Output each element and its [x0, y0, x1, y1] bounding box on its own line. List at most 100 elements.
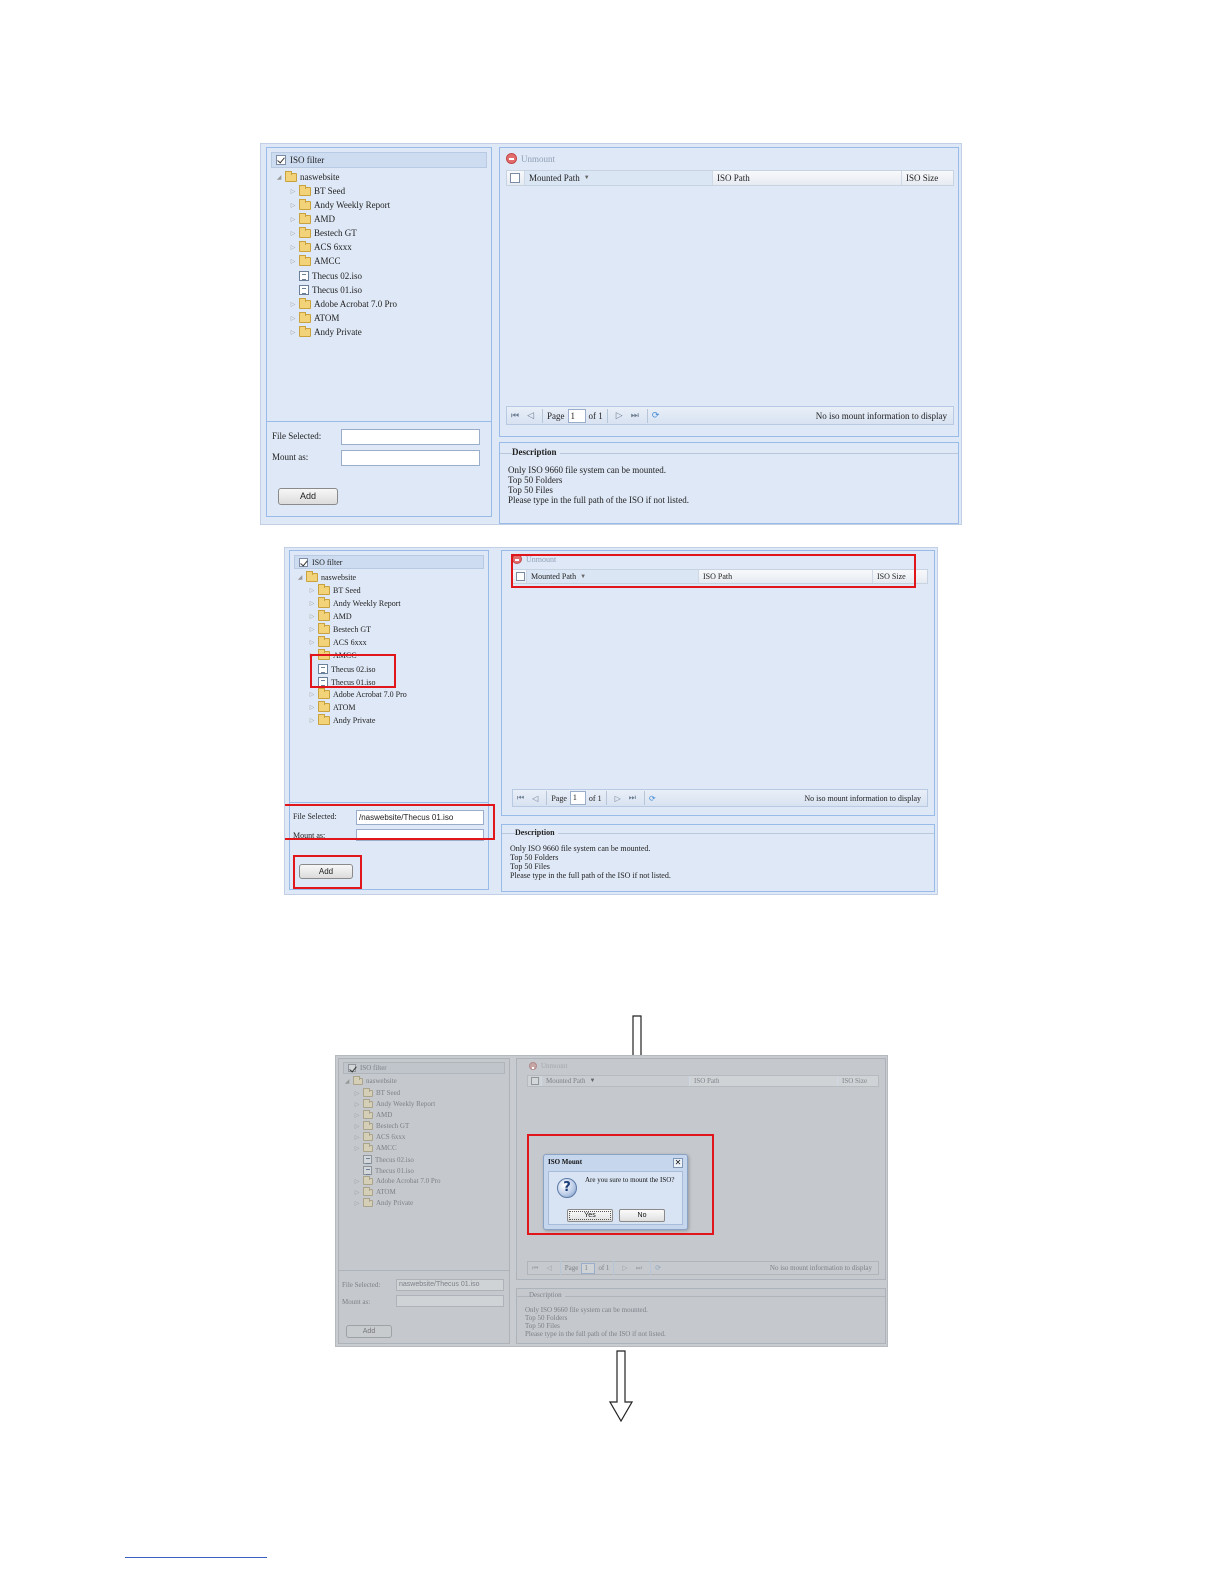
column-mounted-path[interactable]: Mounted Path▼: [527, 570, 699, 583]
expand-arrow-icon[interactable]: ▷: [354, 1134, 360, 1141]
file-selected-input[interactable]: /naswebsite/Thecus 01.iso: [356, 810, 484, 825]
expand-arrow-icon[interactable]: ▷: [290, 188, 296, 195]
expand-arrow-icon[interactable]: ▷: [309, 705, 315, 711]
expand-arrow-icon[interactable]: ▷: [290, 244, 296, 251]
tree-item[interactable]: ▷AMD: [308, 610, 352, 621]
column-iso-size[interactable]: ISO Size: [838, 1076, 878, 1086]
tree-root[interactable]: ◢ naswebsite: [343, 1075, 397, 1085]
mount-as-input[interactable]: [341, 450, 480, 466]
add-button[interactable]: Add: [299, 864, 353, 879]
expand-arrow-icon[interactable]: ▷: [354, 1178, 360, 1185]
select-all-cell[interactable]: [528, 1076, 542, 1086]
mount-as-input[interactable]: [396, 1295, 504, 1307]
iso-filter-row[interactable]: ISO filter: [343, 1062, 505, 1074]
tree-item-iso[interactable]: Thecus 02.iso: [289, 271, 362, 281]
column-iso-size[interactable]: ISO Size: [902, 171, 953, 185]
expand-arrow-icon[interactable]: ▷: [354, 1112, 360, 1119]
tree-item[interactable]: ▷ATOM: [289, 311, 339, 323]
tree-item[interactable]: ▷AMCC: [308, 649, 357, 660]
tree-item[interactable]: ▷BT Seed: [289, 184, 345, 196]
select-all-checkbox[interactable]: [531, 1077, 539, 1085]
file-selected-input[interactable]: naswebsite/Thecus 01.iso: [396, 1279, 504, 1291]
last-page-icon[interactable]: ⏭: [630, 410, 639, 421]
tree-item[interactable]: ▷Bestech GT: [308, 623, 371, 634]
unmount-button[interactable]: Unmount: [541, 1062, 568, 1070]
first-page-icon[interactable]: ⏮: [532, 1263, 539, 1272]
collapse-arrow-icon[interactable]: ◢: [344, 1078, 350, 1085]
tree-item[interactable]: ▷ATOM: [353, 1186, 396, 1196]
expand-arrow-icon[interactable]: ▷: [309, 692, 315, 698]
expand-arrow-icon[interactable]: ▷: [309, 653, 315, 659]
unmount-icon[interactable]: [529, 1062, 537, 1070]
expand-arrow-icon[interactable]: ▷: [309, 601, 315, 607]
iso-filter-checkbox[interactable]: [276, 155, 286, 165]
expand-arrow-icon[interactable]: ▷: [354, 1189, 360, 1196]
collapse-arrow-icon[interactable]: ◢: [276, 174, 282, 181]
add-button[interactable]: Add: [278, 488, 338, 505]
first-page-icon[interactable]: ⏮: [517, 793, 525, 802]
iso-filter-checkbox[interactable]: [348, 1064, 356, 1072]
tree-item[interactable]: ▷AMCC: [353, 1142, 397, 1152]
close-icon[interactable]: ✕: [673, 1158, 683, 1168]
collapse-arrow-icon[interactable]: ◢: [297, 575, 303, 581]
select-all-cell[interactable]: [507, 171, 525, 185]
prev-page-icon[interactable]: ◁: [546, 1264, 552, 1272]
next-page-icon[interactable]: ▷: [622, 1264, 628, 1272]
iso-filter-row[interactable]: ISO filter: [294, 555, 484, 569]
tree-item[interactable]: ▷AMD: [353, 1109, 392, 1119]
expand-arrow-icon[interactable]: ▷: [309, 588, 315, 594]
tree-item-iso[interactable]: Thecus 01.iso: [308, 677, 375, 687]
refresh-icon[interactable]: ⟳: [648, 793, 656, 803]
tree-item[interactable]: ▷Bestech GT: [289, 226, 357, 238]
refresh-icon[interactable]: ⟳: [655, 1264, 661, 1272]
file-selected-input[interactable]: [341, 429, 480, 445]
unmount-icon[interactable]: [512, 554, 522, 564]
tree-item[interactable]: ▷Andy Weekly Report: [353, 1098, 435, 1108]
tree-item[interactable]: ▷Andy Weekly Report: [289, 198, 390, 210]
select-all-cell[interactable]: [513, 570, 527, 583]
tree-item[interactable]: ▷Adobe Acrobat 7.0 Pro: [308, 688, 407, 699]
expand-arrow-icon[interactable]: ▷: [309, 718, 315, 724]
column-mounted-path[interactable]: Mounted Path▼: [542, 1076, 690, 1086]
tree-root[interactable]: ◢ naswebsite: [296, 571, 356, 582]
prev-page-icon[interactable]: ◁: [527, 410, 535, 421]
tree-item[interactable]: ▷Andy Private: [308, 714, 375, 725]
page-input[interactable]: 1: [581, 1262, 596, 1274]
expand-arrow-icon[interactable]: ▷: [354, 1123, 360, 1130]
first-page-icon[interactable]: ⏮: [511, 410, 520, 421]
tree-item[interactable]: ▷Adobe Acrobat 7.0 Pro: [353, 1175, 441, 1185]
expand-arrow-icon[interactable]: ▷: [290, 216, 296, 223]
expand-arrow-icon[interactable]: ▷: [290, 329, 296, 336]
unmount-button[interactable]: Unmount: [526, 554, 557, 564]
tree-item[interactable]: ▷ACS 6xxx: [353, 1131, 405, 1141]
iso-filter-row[interactable]: ISO filter: [271, 152, 487, 168]
yes-button[interactable]: Yes: [567, 1209, 613, 1222]
tree-item[interactable]: ▷Bestech GT: [353, 1120, 409, 1130]
column-iso-path[interactable]: ISO Path: [699, 570, 873, 583]
tree-item-iso[interactable]: Thecus 01.iso: [353, 1166, 414, 1175]
tree-item[interactable]: ▷BT Seed: [353, 1087, 400, 1097]
tree-item[interactable]: ▷Andy Weekly Report: [308, 597, 401, 608]
tree-item[interactable]: ▷ACS 6xxx: [308, 636, 367, 647]
tree-root[interactable]: ◢ naswebsite: [275, 170, 340, 182]
expand-arrow-icon[interactable]: ▷: [354, 1101, 360, 1108]
unmount-icon[interactable]: [506, 153, 517, 164]
expand-arrow-icon[interactable]: ▷: [290, 202, 296, 209]
expand-arrow-icon[interactable]: ▷: [290, 230, 296, 237]
last-page-icon[interactable]: ⏭: [628, 793, 636, 802]
select-all-checkbox[interactable]: [510, 173, 520, 183]
expand-arrow-icon[interactable]: ▷: [354, 1200, 360, 1207]
last-page-icon[interactable]: ⏭: [635, 1263, 643, 1272]
expand-arrow-icon[interactable]: ▷: [354, 1090, 360, 1097]
expand-arrow-icon[interactable]: ▷: [290, 258, 296, 265]
tree-item[interactable]: ▷BT Seed: [308, 584, 361, 595]
next-page-icon[interactable]: ▷: [615, 410, 623, 421]
iso-filter-checkbox[interactable]: [299, 557, 308, 567]
tree-item-iso[interactable]: Thecus 02.iso: [308, 664, 375, 674]
page-input[interactable]: 1: [569, 791, 586, 805]
expand-arrow-icon[interactable]: ▷: [309, 640, 315, 646]
prev-page-icon[interactable]: ◁: [532, 793, 539, 803]
tree-item-iso[interactable]: Thecus 02.iso: [353, 1155, 414, 1164]
expand-arrow-icon[interactable]: ▷: [309, 627, 315, 633]
mount-as-input[interactable]: [356, 829, 484, 841]
